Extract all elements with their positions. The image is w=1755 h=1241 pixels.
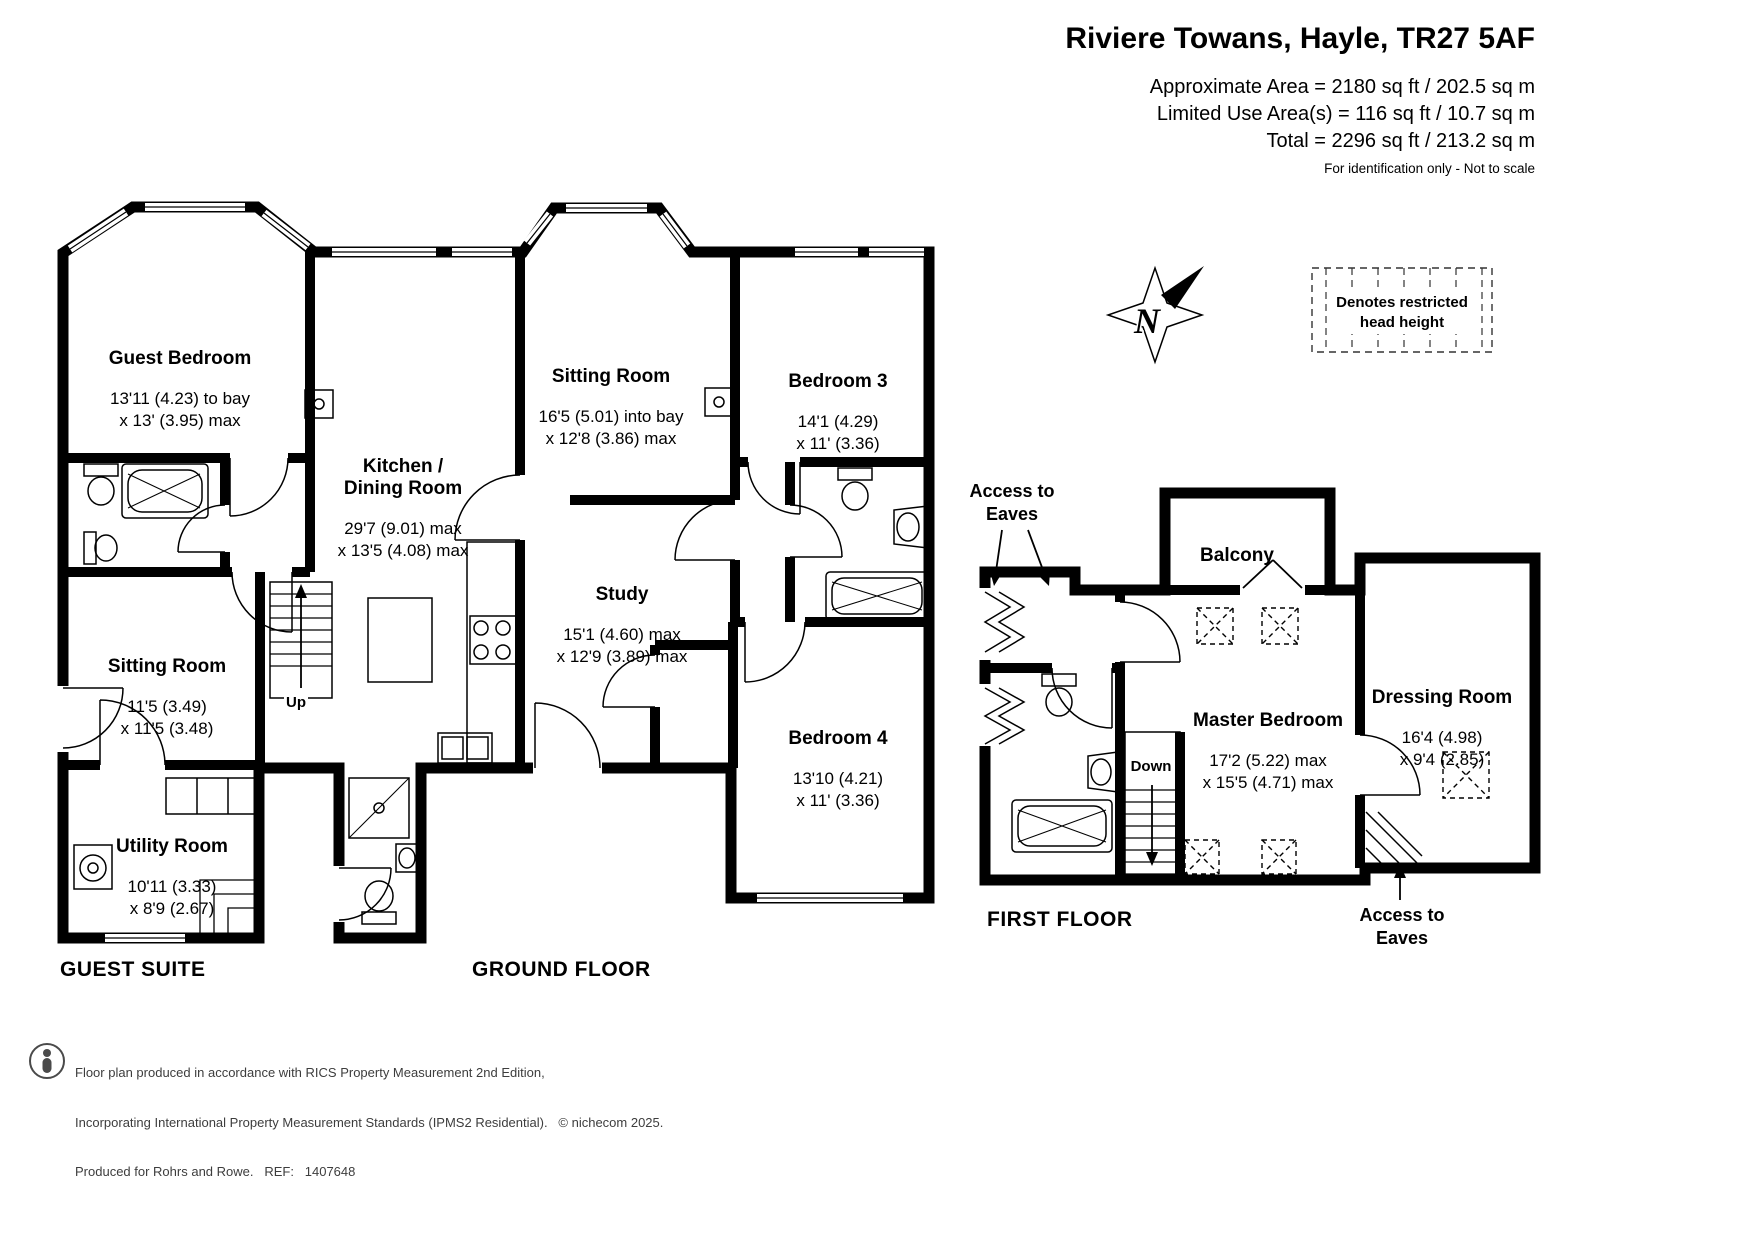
room-dims: 14'1 (4.29) x 11' (3.36)	[796, 412, 880, 453]
family-bathroom-fixtures	[825, 467, 929, 621]
room-dims: 13'10 (4.21) x 11' (3.36)	[792, 769, 884, 810]
room-label-balcony: Balcony	[1200, 527, 1274, 585]
room-name: Balcony	[1200, 545, 1274, 566]
header: Riviere Towans, Hayle, TR27 5AF Approxim…	[1065, 22, 1535, 176]
footer: Floor plan produced in accordance with R…	[75, 1032, 663, 1214]
property-title: Riviere Towans, Hayle, TR27 5AF	[1065, 22, 1535, 55]
compass-north-letter: N	[1133, 301, 1162, 341]
stairs-up-label: Up	[284, 694, 308, 711]
room-dims: 16'5 (5.01) into bay x 12'8 (3.86) max	[538, 407, 684, 448]
room-dims: 15'1 (4.60) max x 12'9 (3.89) max	[556, 625, 688, 666]
room-name: Kitchen / Dining Room	[343, 456, 463, 499]
room-dims: 11'5 (3.49) x 11'5 (3.48)	[120, 697, 214, 738]
restricted-head-height-markers	[1184, 607, 1490, 875]
room-name: Master Bedroom	[1193, 710, 1343, 731]
first-floor-bathroom-fixtures	[1011, 673, 1119, 853]
access-to-eaves-top-label: Access to Eaves	[969, 481, 1055, 524]
access-to-eaves-bottom-label: Access to Eaves	[1359, 905, 1445, 948]
utility-fixtures	[73, 777, 259, 938]
room-dims: 17'2 (5.22) max x 15'5 (4.71) max	[1202, 751, 1334, 792]
room-dims: 29'7 (9.01) max x 13'5 (4.08) max	[337, 519, 469, 560]
eaves-arrows	[990, 529, 1406, 900]
room-name: Utility Room	[116, 836, 228, 857]
room-label-bedroom-3: Bedroom 3 14'1 (4.29) x 11' (3.36)	[788, 353, 887, 473]
footer-line-1: Floor plan produced in accordance with R…	[75, 1065, 545, 1080]
eaves-hatching	[983, 591, 1423, 869]
room-name: Guest Bedroom	[108, 348, 252, 369]
restricted-height-legend: Denotes restricted head height	[1331, 292, 1473, 334]
room-dims: 10'11 (3.33) x 8'9 (2.67)	[127, 877, 217, 918]
room-name: Dressing Room	[1371, 687, 1513, 708]
guest-bathroom-fixtures	[83, 463, 209, 565]
section-label-guest-suite: GUEST SUITE	[60, 958, 206, 981]
ground-floor-footprint	[56, 201, 935, 944]
first-floor-footprint	[978, 487, 1541, 886]
room-name: Bedroom 3	[788, 371, 888, 392]
stairs-down-label: Down	[1128, 758, 1174, 775]
total-area: Total = 2296 sq ft / 213.2 sq m	[1266, 130, 1536, 152]
approximate-area: Approximate Area = 2180 sq ft / 202.5 sq…	[1149, 76, 1535, 98]
footer-line-2: Incorporating International Property Mea…	[75, 1114, 664, 1130]
room-label-sitting-room-main: Sitting Room 16'5 (5.01) into bay x 12'8…	[538, 348, 683, 468]
room-name: Sitting Room	[551, 366, 671, 387]
room-label-dressing-room: Dressing Room 16'4 (4.98) x 9'4 (2.85)	[1372, 669, 1512, 789]
section-label-ground-floor: GROUND FLOOR	[472, 958, 651, 981]
kitchen-fixtures	[304, 387, 734, 764]
producer-logo	[29, 1043, 65, 1079]
room-label-guest-bedroom: Guest Bedroom 13'11 (4.23) to bay x 13' …	[109, 330, 252, 450]
room-name: Study	[595, 584, 649, 605]
stairs-up	[269, 581, 333, 699]
north-arrow	[1161, 266, 1204, 309]
footer-line-3: Produced for Rohrs and Rowe. REF: 140764…	[75, 1164, 356, 1179]
section-label-first-floor: FIRST FLOOR	[987, 908, 1133, 931]
first-floor-door-arcs	[1051, 601, 1421, 796]
room-label-master-bedroom: Master Bedroom 17'2 (5.22) max x 15'5 (4…	[1193, 692, 1343, 812]
room-dims: 13'11 (4.23) to bay x 13' (3.95) max	[110, 389, 250, 430]
room-dims: 16'4 (4.98) x 9'4 (2.85)	[1399, 728, 1485, 769]
room-label-utility-room: Utility Room 10'11 (3.33) x 8'9 (2.67)	[116, 818, 228, 938]
room-name: Sitting Room	[107, 656, 227, 677]
scale-disclaimer: For identification only - Not to scale	[1324, 161, 1535, 176]
room-label-study: Study 15'1 (4.60) max x 12'9 (3.89) max	[557, 566, 688, 686]
door-arcs	[62, 457, 843, 921]
shower-room-fixtures	[348, 777, 419, 925]
windows	[67, 203, 924, 942]
room-label-kitchen-dining: Kitchen / Dining Room 29'7 (9.01) max x …	[338, 438, 469, 580]
stairs-down	[1124, 731, 1181, 881]
room-label-sitting-room-guest: Sitting Room 11'5 (3.49) x 11'5 (3.48)	[108, 638, 226, 758]
room-name: Bedroom 4	[788, 728, 888, 749]
compass-rose: N	[1105, 265, 1205, 365]
room-label-bedroom-4: Bedroom 4 13'10 (4.21) x 11' (3.36)	[788, 710, 887, 830]
limited-use-area: Limited Use Area(s) = 116 sq ft / 10.7 s…	[1156, 103, 1535, 125]
balcony-doors	[1242, 559, 1303, 589]
